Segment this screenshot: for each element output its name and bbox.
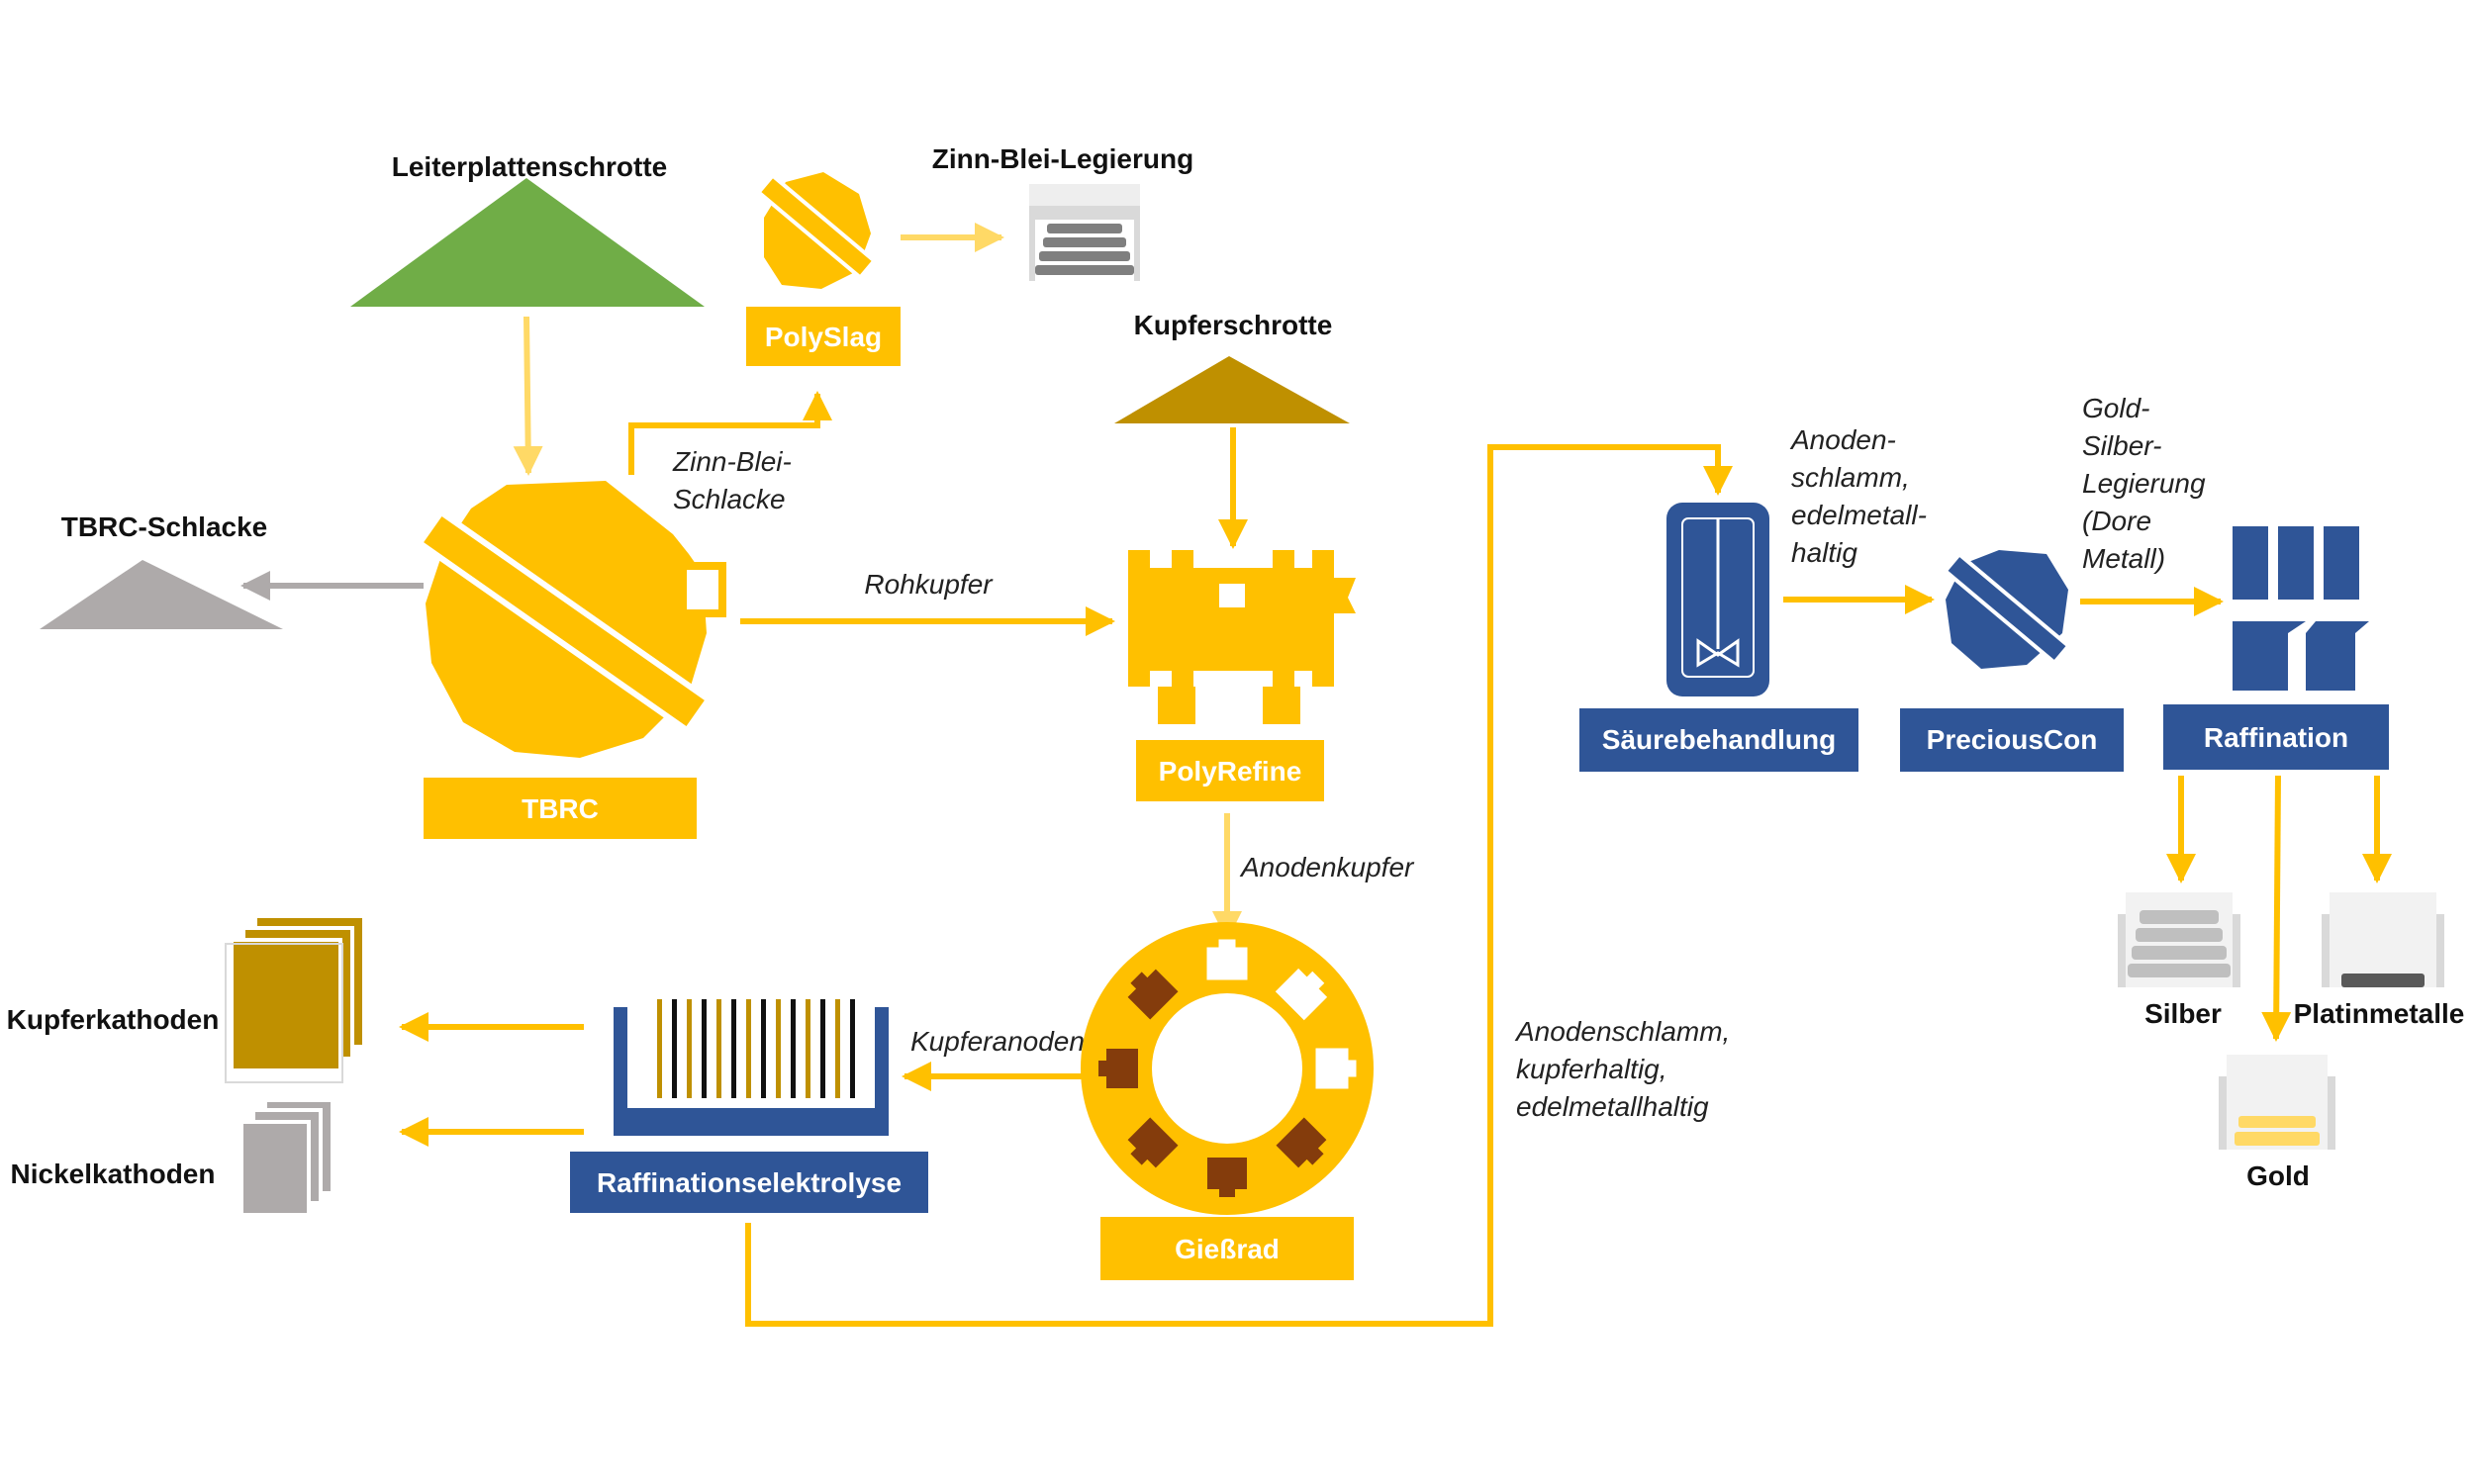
- silber-label: Silber: [2144, 998, 2222, 1029]
- electrode: [687, 999, 692, 1098]
- polyslag-box: [746, 307, 901, 366]
- kupferkathoden-stack-icon: [225, 914, 366, 1083]
- platinmetalle-ingot-icon: [2322, 892, 2444, 987]
- saeure-box: [1579, 708, 1858, 772]
- elektrolyse-cell-icon: [614, 999, 889, 1136]
- nickelkathoden-stack-icon: [239, 1098, 334, 1217]
- elektrolyse-label: Raffinationselektrolyse: [597, 1167, 902, 1198]
- anodenkupfer-label: Anodenkupfer: [1239, 852, 1415, 882]
- raffination-cells-icon: [2233, 526, 2369, 691]
- polyrefine-furnace-icon: [1128, 550, 1356, 724]
- polyrefine-label: PolyRefine: [1159, 756, 1302, 787]
- zinn-blei-legierung-label: Zinn-Blei-Legierung: [932, 143, 1193, 174]
- giessrad-mold: [1276, 1117, 1327, 1168]
- polyrefine-box: [1136, 740, 1324, 801]
- electrode: [820, 999, 825, 1098]
- giessrad-label: Gießrad: [1175, 1234, 1280, 1264]
- preciouscon-box: [1900, 708, 2124, 772]
- electrode: [702, 999, 707, 1098]
- giessrad-mold: [1098, 1049, 1138, 1088]
- electrode: [746, 999, 751, 1098]
- giessrad-mold: [1206, 939, 1248, 980]
- tbrc-schlacke-label: TBRC-Schlacke: [61, 511, 268, 542]
- electrode: [835, 999, 840, 1098]
- electrode: [776, 999, 781, 1098]
- kupferschrotte-pile-icon: [1114, 356, 1350, 423]
- giessrad-mold: [1207, 1158, 1247, 1197]
- anodenschlamm-edel-label: Anoden- schlamm, edelmetall- haltig: [1789, 424, 1935, 568]
- giessrad-box: [1100, 1217, 1354, 1280]
- electrode: [850, 999, 855, 1098]
- arrow-raffination-to-gold: [2261, 775, 2292, 1042]
- kupferschrotte-label: Kupferschrotte: [1134, 310, 1333, 340]
- preciouscon-furnace-icon: [1939, 548, 2075, 669]
- platinmetalle-label: Platinmetalle: [2294, 998, 2465, 1029]
- preciouscon-label: PreciousCon: [1927, 724, 2098, 755]
- electrode: [761, 999, 766, 1098]
- tbrc-label: TBRC: [522, 793, 599, 824]
- nickelkathoden-label: Nickelkathoden: [11, 1159, 216, 1189]
- leiterplatten-pile-icon: [350, 178, 705, 307]
- giessrad-molds: [1098, 939, 1357, 1197]
- arrow-tbrc-to-polyslag: [628, 391, 832, 475]
- tbrc-box: [424, 778, 697, 839]
- electrode: [716, 999, 721, 1098]
- polyslag-label: PolySlag: [765, 322, 882, 352]
- giessrad-mold: [1315, 1048, 1357, 1089]
- raffination-box: [2163, 704, 2389, 770]
- anodenschlamm-kupfer-label: Anodenschlamm, kupferhaltig, edelmetallh…: [1514, 1016, 1738, 1122]
- electrode: [731, 999, 736, 1098]
- silber-ingot-icon: [2118, 892, 2240, 987]
- kupferanoden-label: Kupferanoden: [910, 1026, 1085, 1057]
- leiterplatten-label: Leiterplattenschrotte: [392, 151, 668, 182]
- tbrc-schlacke-pile-icon: [40, 560, 283, 629]
- flow-arrows: [240, 223, 2392, 1327]
- rohkupfer-label: Rohkupfer: [864, 569, 994, 600]
- dore-label: Gold- Silber- Legierung (Dore Metall): [2082, 393, 2213, 574]
- raffination-label: Raffination: [2204, 722, 2348, 753]
- saeure-reactor-icon: [1666, 503, 1769, 696]
- giessrad-mold: [1127, 969, 1179, 1020]
- giessrad-mold: [1275, 968, 1328, 1021]
- giessrad-mold: [1127, 1117, 1179, 1168]
- gold-label: Gold: [2246, 1160, 2310, 1191]
- kupferkathoden-label: Kupferkathoden: [7, 1004, 220, 1035]
- electrode: [657, 999, 662, 1098]
- polyslag-furnace-icon: [752, 170, 881, 289]
- electrode: [672, 999, 677, 1098]
- electrode: [791, 999, 796, 1098]
- saeure-label: Säurebehandlung: [1602, 724, 1836, 755]
- arrow-elektrolyse-to-saeurebehandlung: [745, 444, 1733, 1327]
- electrode: [806, 999, 810, 1098]
- zinn-blei-ingot-icon: [1029, 184, 1140, 281]
- tbrc-furnace-icon: [412, 481, 726, 758]
- elektrolyse-box: [570, 1152, 928, 1213]
- gold-ingot-icon: [2219, 1055, 2335, 1150]
- arrow-leiterplatten-to-tbrc: [513, 316, 543, 476]
- zinn-blei-schlacke-label: Zinn-Blei- Schlacke: [672, 446, 800, 514]
